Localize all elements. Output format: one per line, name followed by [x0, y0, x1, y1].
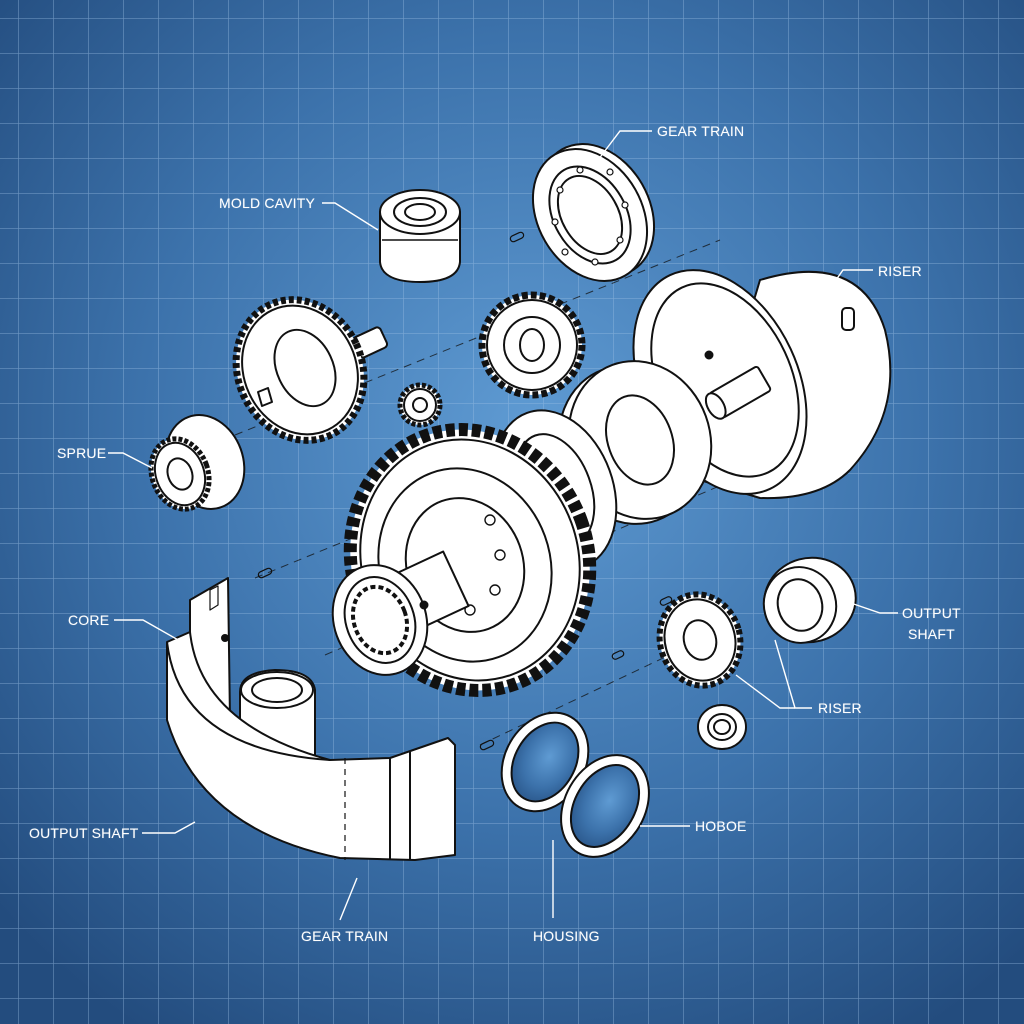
label-gear-train-bottom: GEAR TRAIN: [301, 928, 389, 944]
label-hoboe: HOBOE: [695, 818, 747, 834]
main-spur-gear-part: [331, 423, 597, 697]
label-riser-top: RISER: [878, 263, 922, 279]
leader-line-mold-cavity: [322, 202, 379, 231]
label-sprue: SPRUE: [57, 445, 107, 461]
leader-line-riser-top: [821, 269, 873, 301]
leader-line-core: [114, 619, 181, 642]
label-riser-bottom: RISER: [818, 700, 862, 716]
spur-gear-medium-part: [478, 291, 586, 399]
seal-ring-right-part: [560, 754, 650, 858]
ring-gear-shaft-part: [232, 296, 389, 444]
leader-line-sprue: [108, 452, 153, 469]
label-output-shaft-right: OUTPUT SHAFT: [902, 605, 961, 642]
core-shell-part: [166, 577, 456, 861]
label-gear-train-top: GEAR TRAIN: [657, 123, 745, 139]
small-bushing-part: [697, 704, 747, 750]
leader-line-output-shaft-left: [142, 821, 196, 834]
label-mold-cavity: MOLD CAVITY: [219, 195, 316, 211]
leader-line-gear-train-top: [597, 130, 652, 161]
dowel-pins: [257, 231, 673, 751]
pinion-gear-riser-part: [656, 591, 744, 689]
label-core: CORE: [68, 612, 110, 628]
label-housing: HOUSING: [533, 928, 600, 944]
bearing-top-part: [531, 143, 656, 282]
label-leader-lines: [108, 130, 898, 921]
leader-line-gear-train-bottom: [339, 877, 358, 921]
sprue-gear-part: [148, 414, 246, 512]
leader-line-riser-bottom: [735, 674, 795, 709]
label-output-shaft-left: OUTPUT SHAFT: [29, 825, 139, 841]
pinion-gear-small-part: [397, 382, 443, 428]
mold-cavity-part: [379, 189, 461, 283]
output-shaft-bushing-part: [762, 556, 857, 644]
seal-ring-left-part: [500, 711, 590, 813]
leader-line-output-shaft-right: [841, 599, 898, 614]
